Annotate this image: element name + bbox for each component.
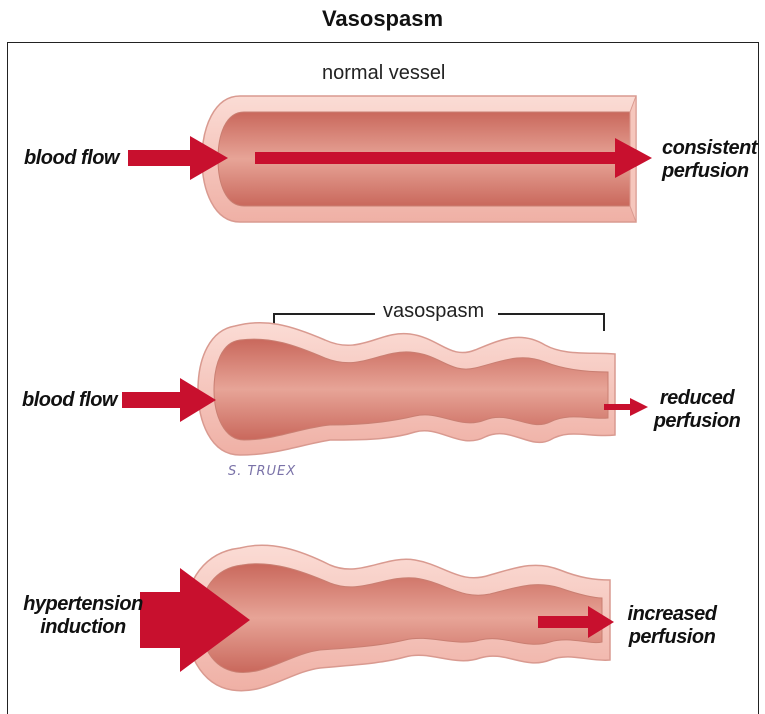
normal-vessel-heading: normal vessel [322, 62, 445, 85]
vasospasm-bracket-label: vasospasm [383, 300, 484, 323]
normal-outflow-label-line2: perfusion [662, 160, 748, 182]
artist-signature: S. TRUEX [228, 464, 296, 479]
spasm-inflow-label: blood flow [22, 389, 117, 411]
normal-outflow-label-line1: consistent [662, 137, 748, 159]
spasm-outflow-label-line1: reduced [652, 387, 742, 409]
hypertension-inflow-label-line1: hypertension [14, 593, 152, 615]
hypertension-inflow-label-line2: induction [14, 616, 152, 638]
hypertension-outflow-label-line2: perfusion [622, 626, 722, 648]
spasm-vessel [198, 323, 615, 455]
spasm-outflow-label-line2: perfusion [652, 410, 742, 432]
hypertension-outflow-label-line1: increased [622, 603, 722, 625]
normal-inflow-label: blood flow [24, 147, 119, 169]
